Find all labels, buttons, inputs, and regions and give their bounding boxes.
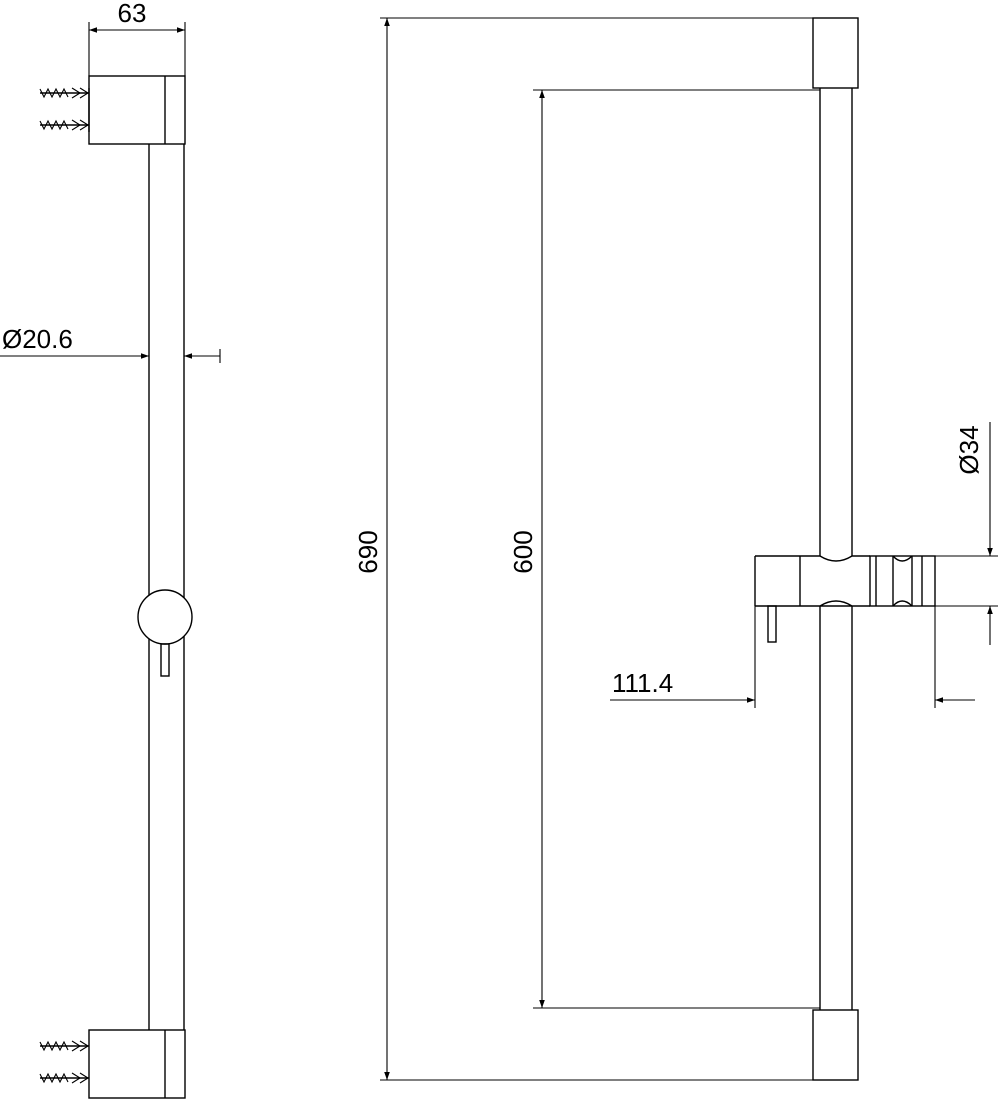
front-view: 690 600 Ø34 111.4 [353,17,998,1081]
dim-label-rail-diameter: Ø20.6 [2,324,73,354]
dim-label-63: 63 [118,0,147,28]
dim-slider-diameter: Ø34 [935,422,998,645]
bottom-screws [39,1040,90,1084]
front-slider [754,555,936,643]
top-screws [39,87,90,131]
dim-label-slider-diameter: Ø34 [954,425,984,474]
dim-label-600: 600 [508,530,538,573]
front-top-bracket [812,17,859,89]
top-wall-bracket [88,75,186,145]
dim-overall-length: 690 [353,17,858,1081]
dim-label-111-4: 111.4 [612,668,673,698]
side-slider-knob [137,589,193,677]
dim-rail-diameter: Ø20.6 [0,324,221,363]
dim-bracket-width: 63 [88,0,186,76]
side-view: 63 Ø20.6 [0,0,221,1099]
side-rail [148,144,185,1030]
dim-label-690: 690 [353,530,383,573]
front-bottom-bracket [812,1009,859,1081]
front-rail [819,88,853,1010]
dim-slider-projection: 111.4 [610,606,975,708]
dim-bracket-spacing: 600 [508,89,820,1009]
bottom-wall-bracket [88,1029,186,1099]
